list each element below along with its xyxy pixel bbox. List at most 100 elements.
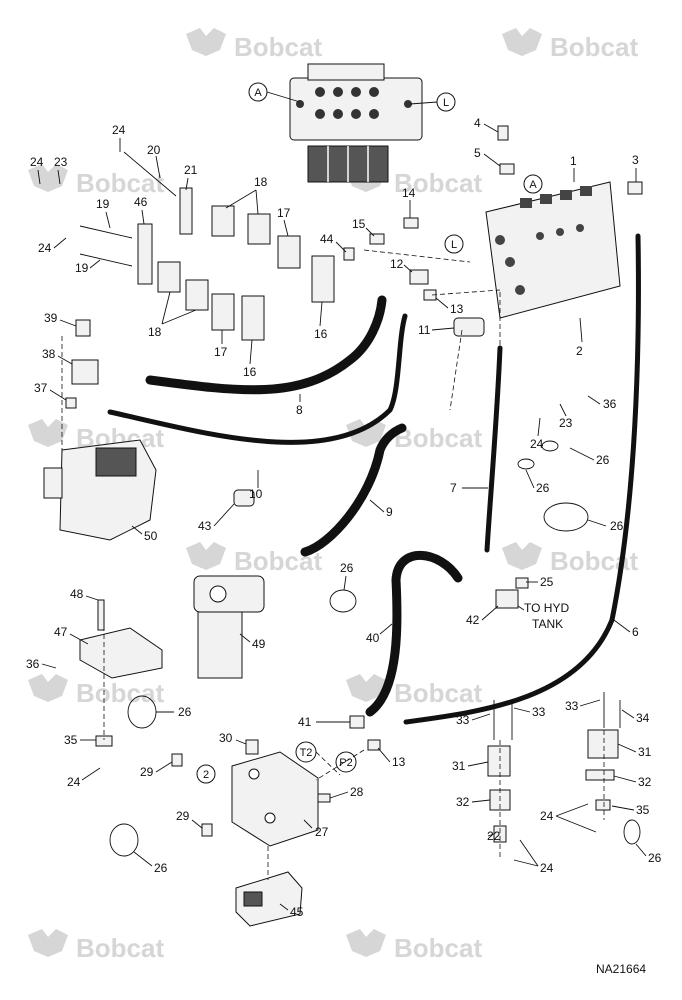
label-part-36-left: 36 xyxy=(26,657,40,671)
label-part-21: 21 xyxy=(184,163,198,177)
label-part-10: 10 xyxy=(249,487,263,501)
label-part-19: 19 xyxy=(96,197,110,211)
label-part-24-stack-low: 24 xyxy=(540,861,554,875)
control-valve-assembly xyxy=(485,181,621,319)
hose-7 xyxy=(484,345,503,553)
callout-l-right: L xyxy=(444,234,464,254)
label-part-23-right: 23 xyxy=(559,416,573,430)
label-part-32: 32 xyxy=(456,795,470,809)
watermark-lower-center: Bobcat xyxy=(346,674,482,708)
label-part-31-right: 31 xyxy=(638,745,652,759)
label-part-16-lower: 16 xyxy=(243,365,257,379)
label-part-48: 48 xyxy=(70,587,84,601)
label-part-45: 45 xyxy=(290,905,304,919)
watermark-text: Bobcat xyxy=(234,32,322,62)
bobcat-head-logo-icon xyxy=(28,419,68,447)
label-part-42: 42 xyxy=(466,613,480,627)
label-part-26-lower: 26 xyxy=(154,861,168,875)
label-part-23: 23 xyxy=(54,155,68,169)
callout-p2: P2 xyxy=(335,751,357,773)
label-part-2: 2 xyxy=(576,344,583,358)
svg-text:T2: T2 xyxy=(300,747,313,759)
tank-note: TO HYD TANK xyxy=(517,601,569,631)
label-part-44: 44 xyxy=(320,232,334,246)
label-part-20: 20 xyxy=(147,143,161,157)
callout-t2: T2 xyxy=(295,741,317,763)
label-part-36: 36 xyxy=(603,397,617,411)
watermark-mid-lower-left: Bobcat xyxy=(186,542,322,576)
label-part-49: 49 xyxy=(252,637,266,651)
watermark-bottom-left: Bobcat xyxy=(28,929,164,963)
bobcat-head-logo-icon xyxy=(28,674,68,702)
watermark-mid-center: Bobcat xyxy=(346,419,482,453)
label-part-11: 11 xyxy=(418,323,431,337)
label-part-24-bracket: 24 xyxy=(67,775,81,789)
watermark-text: Bobcat xyxy=(394,423,482,453)
label-part-30: 30 xyxy=(219,731,233,745)
svg-text:A: A xyxy=(529,179,537,191)
control-valve-top-view xyxy=(289,63,423,183)
label-part-18-lower: 18 xyxy=(148,325,162,339)
hose-40 xyxy=(365,550,463,717)
label-part-33: 33 xyxy=(456,713,470,727)
hose-9 xyxy=(300,423,407,557)
label-part-18: 18 xyxy=(254,175,268,189)
watermark-text: Bobcat xyxy=(394,933,482,963)
svg-text:2: 2 xyxy=(203,769,209,781)
label-part-26: 26 xyxy=(340,561,354,575)
label-part-8: 8 xyxy=(296,403,303,417)
label-part-26-r3: 26 xyxy=(536,481,550,495)
watermark-bottom-center: Bobcat xyxy=(346,929,482,963)
label-part-37: 37 xyxy=(34,381,48,395)
bobcat-head-logo-icon xyxy=(346,419,386,447)
label-part-16: 16 xyxy=(314,327,328,341)
svg-text:P2: P2 xyxy=(339,757,352,769)
label-part-31: 31 xyxy=(452,759,466,773)
label-part-47: 47 xyxy=(54,625,68,639)
label-part-40: 40 xyxy=(366,631,380,645)
drawing-number: NA21664 xyxy=(596,962,646,976)
bobcat-head-logo-icon xyxy=(346,674,386,702)
label-part-46: 46 xyxy=(134,195,148,209)
watermark-text: Bobcat xyxy=(76,678,164,708)
label-part-29-lower: 29 xyxy=(176,809,190,823)
label-part-50: 50 xyxy=(144,529,158,543)
label-part-9: 9 xyxy=(386,505,393,519)
fittings xyxy=(65,125,643,837)
clamp-blocks xyxy=(79,151,335,341)
label-part-28: 28 xyxy=(350,785,364,799)
label-part-24: 24 xyxy=(112,123,126,137)
label-part-26-right: 26 xyxy=(610,519,624,533)
label-part-24-left: 24 xyxy=(30,155,44,169)
hose-10 xyxy=(107,313,408,445)
label-part-14: 14 xyxy=(402,186,416,200)
watermark-layer: Bobcat Bobcat Bobcat Bobcat Bobcat Bobca… xyxy=(28,28,638,963)
watermark-top-right: Bobcat xyxy=(502,28,638,62)
watermark-top-left: Bobcat xyxy=(186,28,322,62)
label-part-39: 39 xyxy=(44,311,58,325)
label-part-15: 15 xyxy=(352,217,366,231)
label-part-22: 22 xyxy=(487,829,501,843)
hoses xyxy=(107,233,641,725)
watermark-text: Bobcat xyxy=(550,32,638,62)
label-part-13: 13 xyxy=(450,302,464,316)
label-part-24-mid: 24 xyxy=(38,241,52,255)
callout-l-top: L xyxy=(409,92,456,112)
bobcat-head-logo-icon xyxy=(346,929,386,957)
solenoid-valve xyxy=(235,871,303,927)
label-part-12: 12 xyxy=(390,257,404,271)
label-part-3: 3 xyxy=(632,153,639,167)
label-part-41: 41 xyxy=(298,715,312,729)
bobcat-head-logo-icon xyxy=(502,542,542,570)
label-part-33-right: 33 xyxy=(532,705,546,719)
label-part-24-stack: 24 xyxy=(540,809,554,823)
label-part-5: 5 xyxy=(474,146,481,160)
label-part-26-bracket: 26 xyxy=(178,705,192,719)
label-part-17: 17 xyxy=(277,206,291,220)
label-part-26-r2: 26 xyxy=(596,453,610,467)
label-part-17-lower: 17 xyxy=(214,345,228,359)
bobcat-head-logo-icon xyxy=(186,28,226,56)
label-part-27: 27 xyxy=(315,825,329,839)
label-part-34: 34 xyxy=(636,711,650,725)
